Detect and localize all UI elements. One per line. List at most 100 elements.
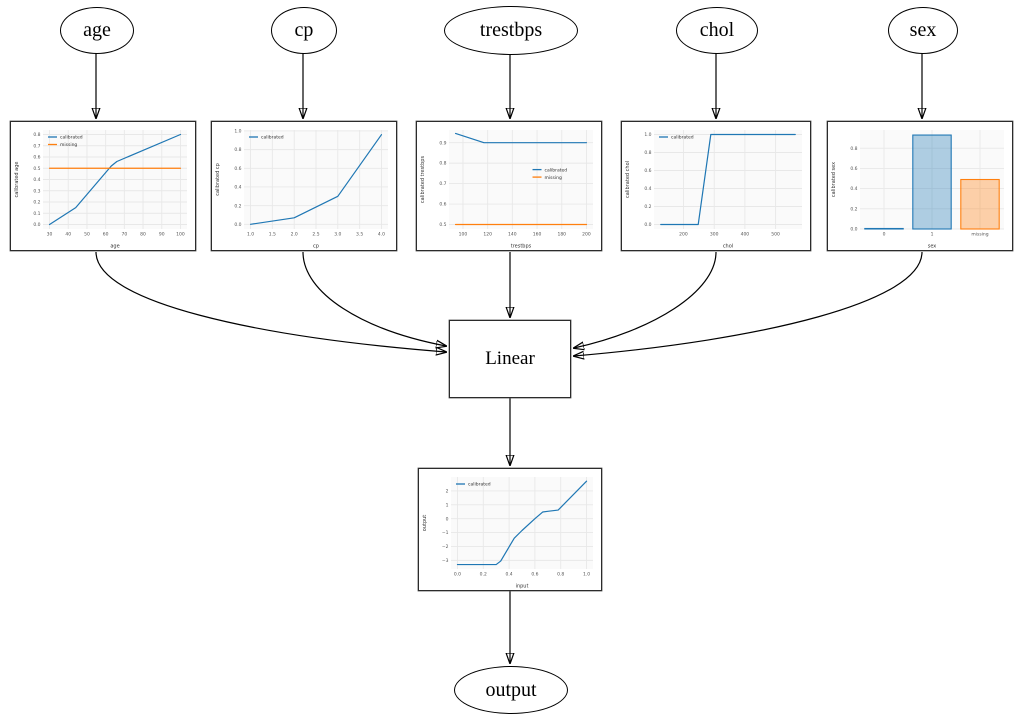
y-tick-label: 0.4 [850,186,857,192]
y-tick-label: −1 [442,530,449,536]
node-sex-label: sex [909,19,937,41]
legend-label-missing: missing [60,142,77,148]
node-output: output [454,666,568,714]
x-tick-label: 80 [140,232,146,238]
y-tick-label: 0.6 [33,155,40,161]
chart-panel [449,130,593,229]
x-tick-label: missing [971,232,988,238]
x-axis-label: input [516,584,529,590]
y-tick-label: 0.0 [644,222,651,228]
y-tick-label: 0.7 [439,181,446,187]
y-tick-label: 0.2 [234,203,241,209]
x-tick-label: 1 [931,232,934,238]
node-cp-label: cp [294,19,314,41]
x-tick-label: 140 [508,232,517,238]
series-line-calibrated [249,134,383,225]
y-axis-label: calibrated trestbps [420,156,426,204]
x-tick-label: 70 [121,232,127,238]
y-tick-label: 0.1 [33,211,40,217]
x-tick-label: 180 [557,232,566,238]
x-axis-label: age [110,244,119,250]
y-tick-label: 0.2 [850,206,857,212]
x-tick-label: 0.2 [480,572,487,578]
node-trestbps-label: trestbps [479,19,543,41]
x-tick-label: 400 [741,232,750,238]
x-tick-label: 500 [771,232,780,238]
y-axis-label: output [422,515,428,532]
y-axis-label: calibrated cp [215,163,221,196]
x-tick-label: 3.5 [356,232,363,238]
x-tick-label: 3.0 [334,232,341,238]
node-age-label: age [83,19,111,41]
edge-chol-plot-to-linear [574,251,717,348]
bar-missing [960,178,1000,230]
y-tick-label: 0.0 [33,222,40,228]
y-tick-label: 0.9 [439,140,446,146]
y-tick-label: 1 [446,502,449,508]
y-tick-label: 1.0 [234,129,241,135]
node-chol-label: chol [699,19,735,41]
y-tick-label: 2 [446,488,449,494]
y-tick-label: −2 [442,544,449,550]
x-tick-label: 2.0 [291,232,298,238]
chart-panel [654,130,802,229]
series-line-calibrated [456,480,588,566]
series-line-calibrated [48,133,182,226]
legend-label-calibrated: calibrated [261,135,284,141]
y-axis-label: calibrated chol [625,161,631,198]
y-tick-label: 0.4 [33,177,40,183]
y-tick-label: 0 [446,516,449,522]
y-tick-label: 0.0 [850,227,857,233]
y-tick-label: 0.7 [33,143,40,149]
x-tick-label: 0 [883,232,886,238]
x-tick-label: 90 [159,232,165,238]
legend-label-calibrated: calibrated [671,135,694,141]
y-tick-label: 0.6 [644,168,651,174]
y-tick-label: 0.8 [234,147,241,153]
x-tick-label: 1.5 [269,232,276,238]
node-age: age [60,7,134,54]
x-tick-label: 0.6 [531,572,538,578]
x-tick-label: 160 [533,232,542,238]
y-tick-label: 0.4 [644,186,651,192]
node-sex: sex [888,7,958,54]
y-tick-label: 0.4 [234,185,241,191]
x-axis-label: cp [313,244,319,250]
x-tick-label: 100 [459,232,468,238]
legend-label-calibrated: calibrated [468,482,491,488]
node-chol: chol [676,7,758,54]
x-tick-label: 200 [679,232,688,238]
y-tick-label: 0.8 [850,146,857,152]
x-tick-label: 30 [47,232,53,238]
node-output-label: output [485,678,537,701]
x-tick-label: 2.5 [312,232,319,238]
y-tick-label: 0.2 [33,200,40,206]
x-tick-label: 1.0 [583,572,590,578]
y-tick-label: 0.0 [234,222,241,228]
x-tick-label: 4.0 [378,232,385,238]
x-tick-label: 50 [84,232,90,238]
x-tick-label: 200 [582,232,591,238]
y-tick-label: 0.6 [439,202,446,208]
x-tick-label: 120 [483,232,492,238]
x-tick-label: 40 [65,232,71,238]
bar-0 [864,227,904,230]
legend-label-calibrated: calibrated [545,167,568,173]
y-tick-label: 1.0 [644,132,651,138]
node-linear-label: Linear [485,348,535,369]
x-tick-label: 300 [710,232,719,238]
chart-panel [451,477,593,569]
x-tick-label: 60 [103,232,109,238]
y-axis-label: calibrated sex [831,162,837,197]
node-linear: Linear [449,320,571,398]
x-axis-label: sex [928,244,937,250]
